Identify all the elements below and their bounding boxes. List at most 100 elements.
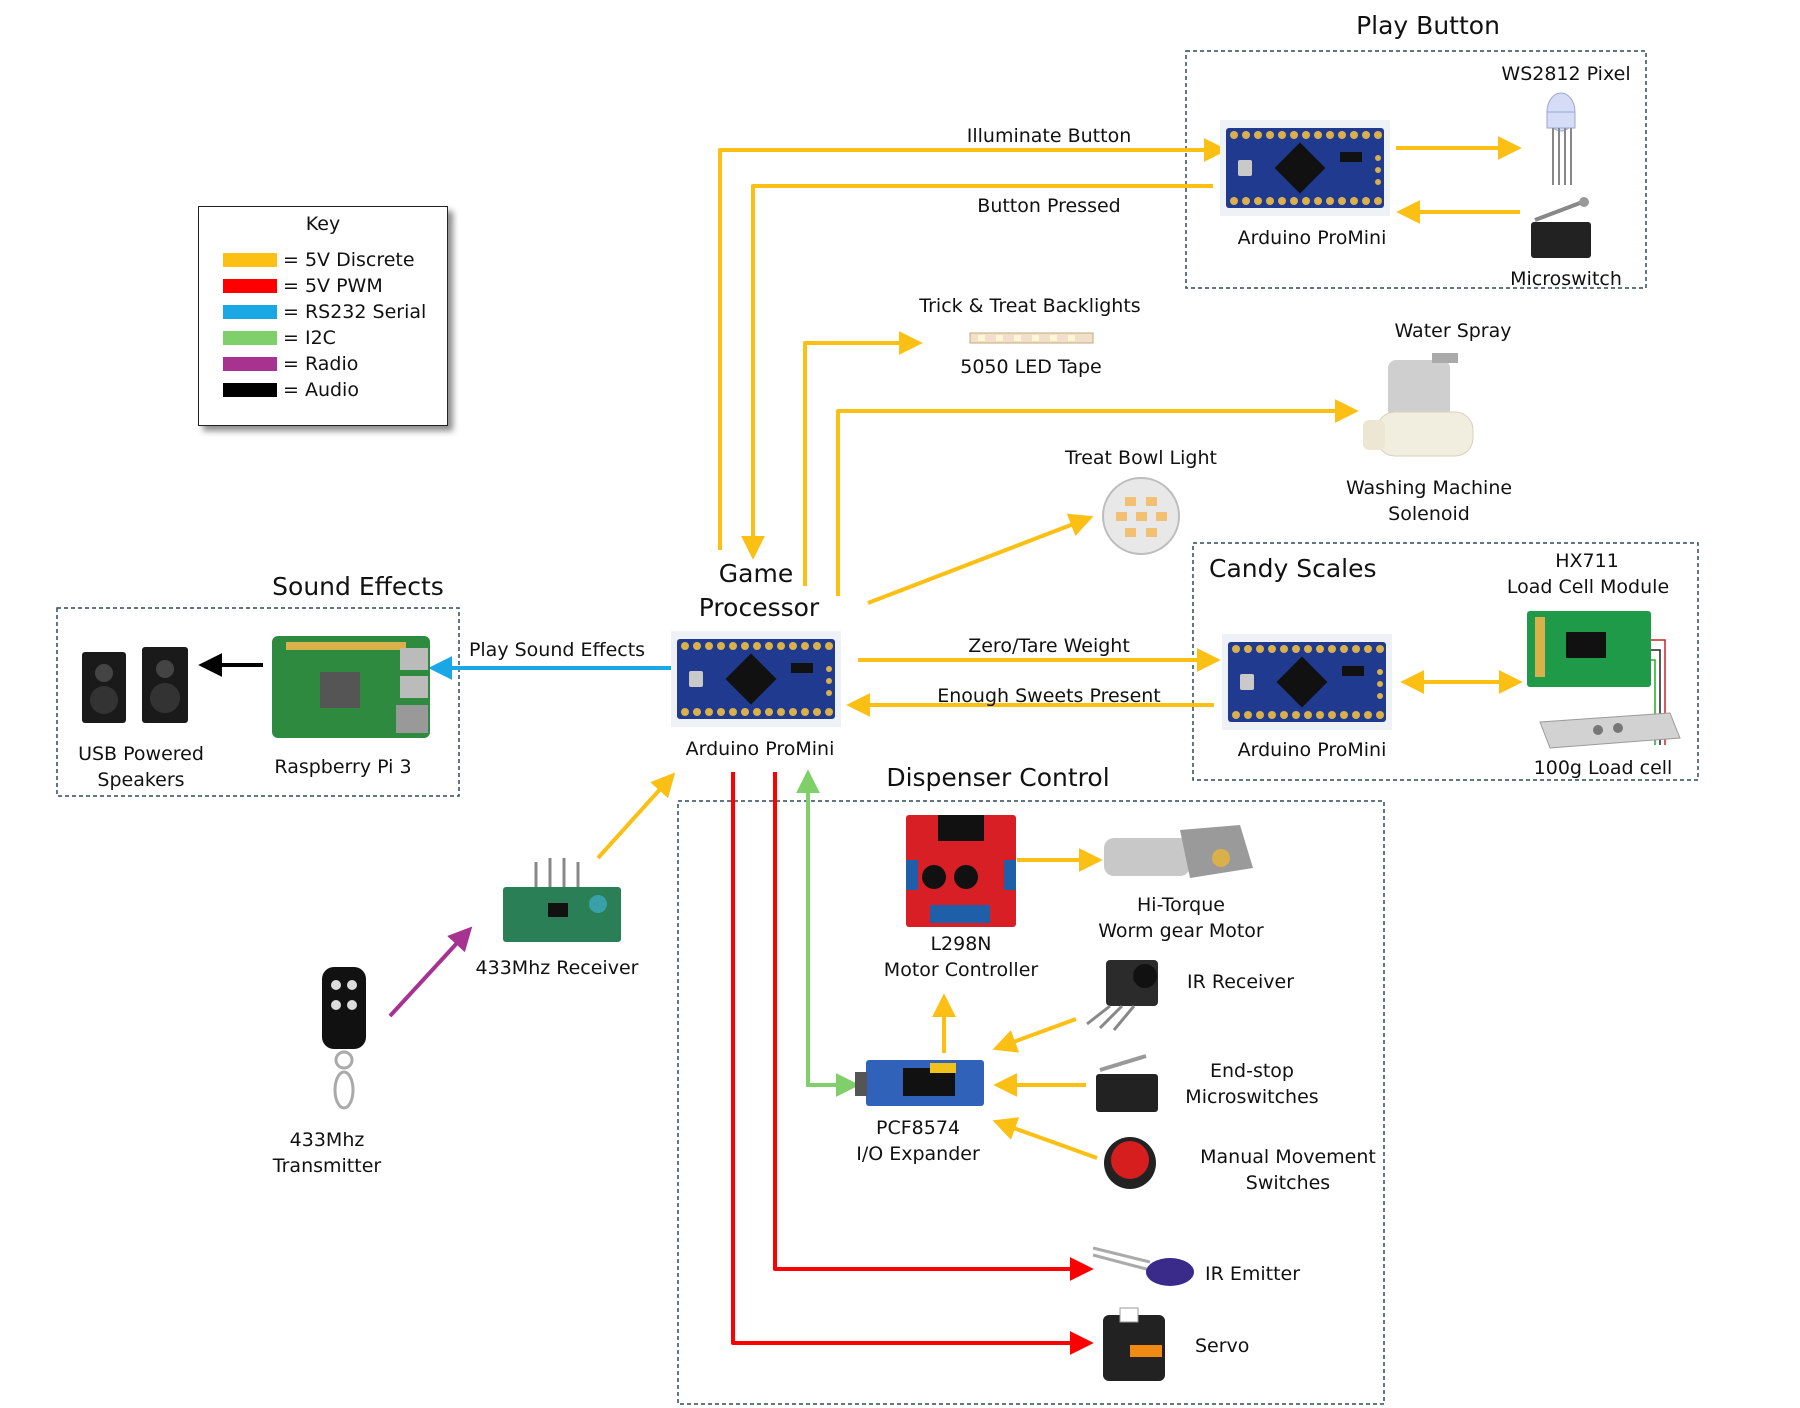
play-arduino-label: Arduino ProMini [1237,227,1387,249]
signal-zero-tare: Zero/Tare Weight [968,635,1130,657]
wire-water-spray [836,399,1359,596]
legend-swatch [223,253,277,267]
hx711-label-line1: HX711 [1555,550,1619,572]
wire-illuminate-button [718,138,1228,550]
ws2812-label: WS2812 Pixel [1501,63,1631,85]
signal-button-pressed: Button Pressed [977,195,1121,217]
ir-emitter-label: IR Emitter [1205,1263,1301,1285]
main-arduino-board-icon [671,631,841,727]
led-tape-icon [969,332,1094,344]
hx711-label-line2: Load Cell Module [1506,576,1670,598]
legend-item-audio: = Audio [223,377,359,403]
manual-switch-label-line1: Manual Movement [1200,1146,1376,1168]
water-spray-title: Water Spray [1394,320,1512,342]
l298n-label-line1: L298N [930,933,992,955]
signal-play-sound-effects: Play Sound Effects [468,639,646,661]
ws2812-led-icon [1546,92,1576,185]
group-sound-effects-frame [56,607,460,797]
group-title-play-button: Play Button [1356,11,1500,40]
legend-box: Key = 5V Discrete = 5V PWM = RS232 Seria… [198,206,448,426]
raspberry-pi-icon [272,636,430,738]
legend-swatch [223,383,277,397]
wire-servo [731,772,1094,1355]
solenoid-label-line2: Solenoid [1388,503,1470,525]
legend-swatch [223,357,277,371]
legend-title: Key [305,213,341,235]
legend-swatch [223,279,277,293]
legend-item-5v-pwm: = 5V PWM [223,273,383,299]
ir-emitter-icon [1092,1246,1194,1286]
scales-arduino-label: Arduino ProMini [1237,739,1387,761]
ir-receiver-label: IR Receiver [1187,971,1295,993]
pcf-label-line1: PCF8574 [875,1117,961,1139]
microswitch-icon [1531,197,1591,258]
wire-ir-emitter [773,772,1094,1281]
worm-gear-motor-icon [1104,825,1253,878]
l298n-label-line2: Motor Controller [883,959,1039,981]
wire-button-pressed [741,184,1213,560]
led-tape-label: 5050 LED Tape [960,356,1102,378]
endstop-label-line2: Microswitches [1185,1086,1319,1108]
game-processor-title-line2: Processor [698,593,820,622]
manual-switch-label-line2: Switches [1245,1172,1331,1194]
transmitter-label-line2: Transmitter [272,1155,382,1177]
wire-ir-receiver-pcf [992,1017,1077,1053]
legend-label: = 5V PWM [283,275,383,297]
legend-item-rs232: = RS232 Serial [223,299,426,325]
l298n-board-icon [906,815,1016,927]
wire-led-tape [803,331,923,586]
game-processor-title-line1: Game [718,559,794,588]
legend-item-i2c: = I2C [223,325,336,351]
wire-receiver-to-mcu [596,772,676,860]
hx711-module-icon [1527,611,1666,745]
legend-item-radio: = Radio [223,351,358,377]
water-solenoid-icon [1363,353,1474,457]
wire-manual-pcf [992,1117,1098,1160]
legend-label: = RS232 Serial [283,301,427,323]
wire-i2c [796,769,860,1097]
rf-receiver-icon [503,858,621,942]
group-dispenser-control-frame [677,800,1385,1405]
legend-label: = Radio [283,353,359,375]
legend-swatch [223,331,277,345]
speakers-icon [82,647,188,723]
microswitch-label: Microswitch [1510,268,1622,290]
group-title-sound-effects: Sound Effects [272,572,444,601]
led-tape-title: Trick & Treat Backlights [919,295,1141,317]
motor-label-line2: Worm gear Motor [1098,920,1264,942]
group-title-dispenser-control: Dispenser Control [886,763,1110,792]
rf-transmitter-fob-icon [322,967,366,1110]
wire-treat-bowl [867,513,1094,605]
receiver-label: 433Mhz Receiver [475,957,639,979]
legend-label: = Audio [283,379,359,401]
pcf-label-line2: I/O Expander [856,1143,980,1165]
legend-item-5v-discrete: = 5V Discrete [223,247,415,273]
treat-bowl-light-icon [1102,477,1180,555]
servo-label: Servo [1195,1335,1250,1357]
load-cell-icon [1539,712,1681,749]
speakers-label-line2: Speakers [97,769,185,791]
motor-label-line1: Hi-Torque [1137,894,1225,916]
legend-swatch [223,305,277,319]
group-title-candy-scales: Candy Scales [1209,554,1377,583]
transmitter-label-line1: 433Mhz [289,1129,365,1151]
legend-label: = 5V Discrete [283,249,415,271]
load-cell-label: 100g Load cell [1533,757,1673,779]
servo-icon [1103,1307,1165,1381]
ir-receiver-icon [1086,960,1158,1031]
signal-enough-sweets: Enough Sweets Present [937,685,1161,707]
endstop-microswitch-icon [1096,1054,1158,1112]
treat-bowl-label: Treat Bowl Light [1065,447,1217,469]
signal-illuminate-button: Illuminate Button [966,125,1132,147]
endstop-label-line1: End-stop [1210,1060,1294,1082]
manual-push-button-icon [1104,1137,1156,1189]
speakers-label-line1: USB Powered [78,743,204,765]
raspberry-label: Raspberry Pi 3 [274,756,412,778]
solenoid-label-line1: Washing Machine [1345,477,1513,499]
play-arduino-board-icon [1220,120,1390,216]
main-arduino-label: Arduino ProMini [685,738,835,760]
legend-label: = I2C [283,327,336,349]
group-play-button-frame [1185,50,1647,289]
scales-arduino-board-icon [1222,634,1392,730]
